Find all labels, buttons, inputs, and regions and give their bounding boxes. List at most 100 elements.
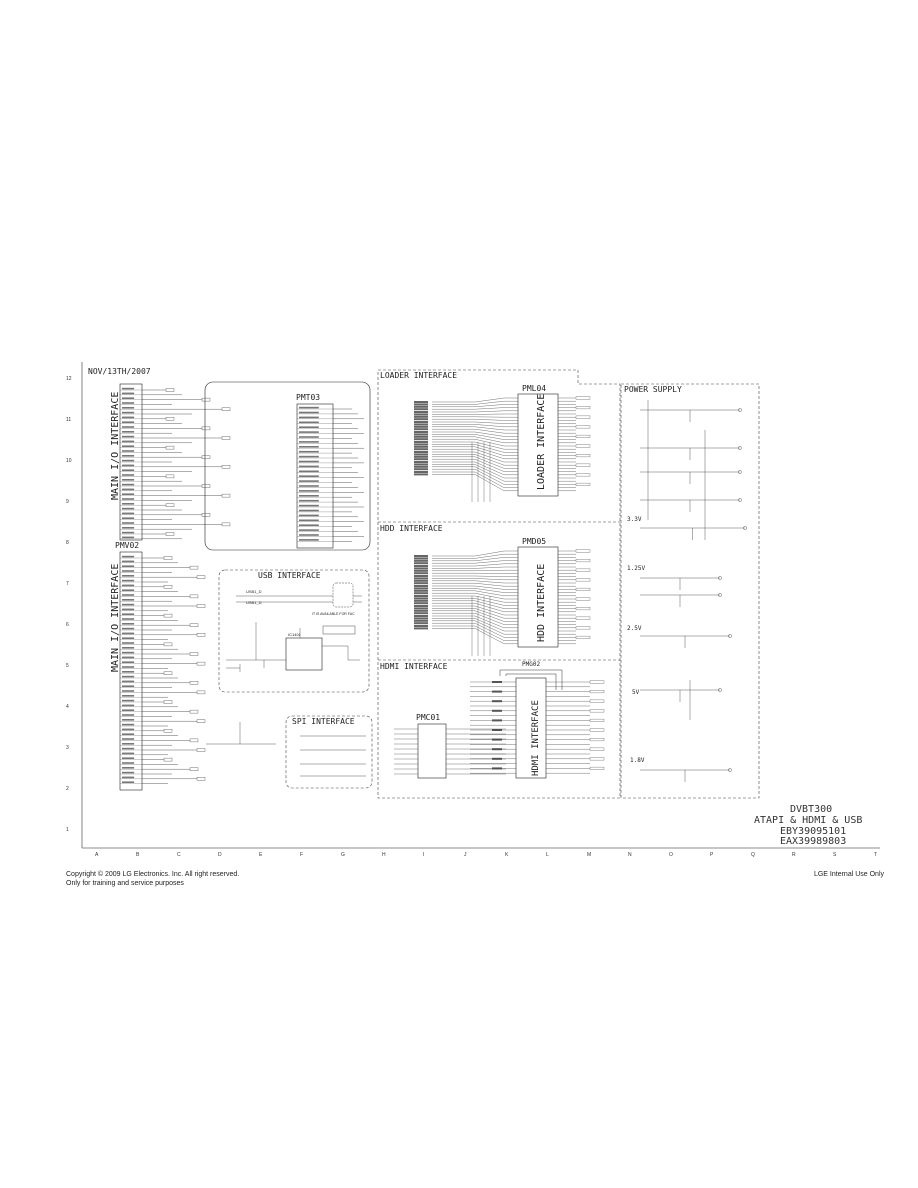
- pin-label-mark: [122, 627, 135, 630]
- bus-wire: [432, 623, 518, 638]
- net-tag: [221, 465, 231, 469]
- pin-label-mark: [122, 699, 135, 702]
- row-label: 12: [66, 376, 72, 382]
- column-label: C: [177, 852, 181, 858]
- pin-label-mark: [122, 589, 135, 591]
- hdd-interface-title: HDD INTERFACE: [380, 524, 443, 533]
- pin-label-mark: [122, 507, 135, 510]
- net-tag: [165, 445, 175, 450]
- net-label-mark: [414, 597, 428, 600]
- pin-label-mark: [299, 441, 319, 443]
- pin-label-mark: [122, 680, 135, 683]
- pin-label-mark: [299, 524, 319, 526]
- pin-label-mark: [122, 666, 135, 668]
- net-tag: [201, 484, 211, 488]
- pin-label-mark: [122, 771, 135, 774]
- pin-label-mark: [122, 493, 135, 495]
- bus-wire: [432, 557, 518, 561]
- hdmi-interface-title: HDMI INTERFACE: [380, 662, 448, 671]
- pin-label-mark: [122, 416, 135, 419]
- pin-label-mark: [122, 594, 135, 596]
- pin-label-mark: [122, 709, 135, 711]
- net-label-mark: [414, 461, 428, 463]
- net-label-mark: [414, 577, 428, 580]
- bus-wire: [432, 436, 518, 443]
- pin-label-mark: [299, 460, 319, 463]
- net-tag: [163, 613, 173, 618]
- row-label: 4: [66, 704, 69, 710]
- net-label-mark: [414, 587, 428, 590]
- net-label-mark: [414, 602, 428, 605]
- usb-ic-label: IC1401: [288, 632, 302, 637]
- hdmi-wiring: [470, 680, 605, 774]
- row-label: 1: [66, 827, 69, 833]
- bus-wire: [432, 449, 518, 459]
- bus-wire: [432, 464, 518, 479]
- pin-label-mark: [122, 512, 135, 515]
- net-tag: [163, 700, 173, 704]
- out-tag: [575, 444, 591, 448]
- pmc01-label: PMC01: [416, 713, 440, 722]
- out-tag: [575, 568, 591, 572]
- bus-wire: [432, 451, 518, 463]
- usb-port-2: USB1_D: [246, 600, 262, 605]
- pml04-label: PML04: [522, 384, 546, 393]
- pin-label-mark: [122, 421, 135, 423]
- net-tag: [201, 397, 211, 402]
- pin-label-mark: [122, 459, 135, 462]
- net-label-mark: [414, 435, 428, 438]
- net-label-mark: [414, 465, 428, 468]
- title-model: DVBT300: [790, 804, 832, 815]
- net-tag: [189, 594, 199, 599]
- net-tag: [163, 585, 173, 589]
- footer-internal: LGE Internal Use Only: [813, 871, 884, 878]
- spi-wiring: [206, 722, 366, 777]
- pin-label-mark: [299, 534, 319, 536]
- net-tag: [196, 777, 206, 781]
- net-label-mark: [414, 562, 428, 565]
- net-label-mark: [414, 555, 428, 557]
- net-label-mark: [414, 615, 428, 617]
- net-label-mark: [414, 559, 428, 562]
- bus-wire: [432, 575, 518, 577]
- pin-label-mark: [122, 647, 135, 649]
- net-tag: [163, 671, 173, 675]
- net-label-mark: [414, 592, 428, 595]
- pin-label-mark: [299, 499, 319, 502]
- net-label-mark: [414, 408, 428, 411]
- pin-label-mark: [122, 469, 135, 471]
- pin-label-mark: [122, 411, 135, 414]
- net-tag: [165, 388, 175, 392]
- pin-label-mark: [122, 397, 135, 399]
- column-label: J: [464, 852, 467, 858]
- column-label: M: [587, 852, 591, 858]
- pin-label-mark: [122, 632, 135, 635]
- out-tag: [575, 597, 591, 601]
- pin-label-mark: [122, 387, 135, 390]
- pmd05-connector: [517, 546, 559, 648]
- net-tag: [201, 513, 211, 517]
- pin-label-mark: [122, 565, 135, 567]
- row-label: 6: [66, 622, 69, 628]
- pmt03-label: PMT03: [296, 393, 320, 402]
- pml04-connector: [517, 393, 559, 497]
- pin-label-mark: [122, 555, 135, 558]
- out-tag: [575, 559, 591, 563]
- column-label: I: [423, 852, 424, 858]
- pin-label-mark: [122, 714, 135, 716]
- pin-label-mark: [122, 608, 135, 611]
- out-tag: [575, 434, 591, 438]
- bus-wire: [432, 550, 518, 557]
- power-terminal: [738, 498, 742, 502]
- pin-label-mark: [122, 738, 135, 740]
- pin-label-mark: [122, 575, 135, 577]
- hdmi-resistor: [492, 729, 502, 731]
- out-tag: [575, 473, 591, 477]
- pin-label-mark: [122, 536, 135, 539]
- net-label-mark: [414, 405, 428, 408]
- net-label-mark: [414, 401, 428, 403]
- net-tag: [189, 623, 199, 627]
- bus-wire: [432, 466, 518, 482]
- net-tag: [201, 455, 211, 459]
